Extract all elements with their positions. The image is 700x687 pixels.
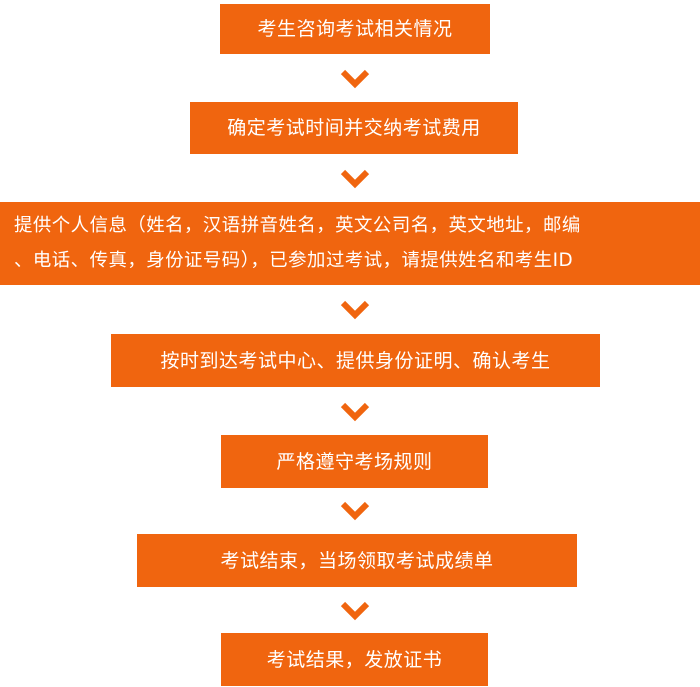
step-arrive-and-verify: 按时到达考试中心、提供身份证明、确认考生 bbox=[111, 334, 600, 387]
step-consult: 考生咨询考试相关情况 bbox=[220, 4, 490, 54]
chevron-down-icon bbox=[340, 68, 370, 92]
chevron-down-icon bbox=[340, 168, 370, 192]
chevron-down-icon bbox=[340, 299, 370, 323]
chevron-down-icon bbox=[340, 600, 370, 624]
step-provide-info: 提供个人信息（姓名，汉语拼音姓名，英文公司名，英文地址，邮编 、电话、传真，身份… bbox=[0, 202, 700, 285]
step-result-certificate: 考试结果，发放证书 bbox=[221, 633, 488, 686]
step-exam-end-report: 考试结束，当场领取考试成绩单 bbox=[137, 534, 577, 587]
chevron-down-icon bbox=[340, 500, 370, 524]
step-provide-info-line-2: 、电话、传真，身份证号码），已参加过考试，请提供姓名和考生ID bbox=[14, 250, 574, 271]
step-provide-info-line-1: 提供个人信息（姓名，汉语拼音姓名，英文公司名，英文地址，邮编 bbox=[14, 215, 581, 236]
step-schedule-and-pay: 确定考试时间并交纳考试费用 bbox=[190, 102, 518, 154]
chevron-down-icon bbox=[340, 401, 370, 425]
step-follow-rules: 严格遵守考场规则 bbox=[221, 435, 488, 488]
